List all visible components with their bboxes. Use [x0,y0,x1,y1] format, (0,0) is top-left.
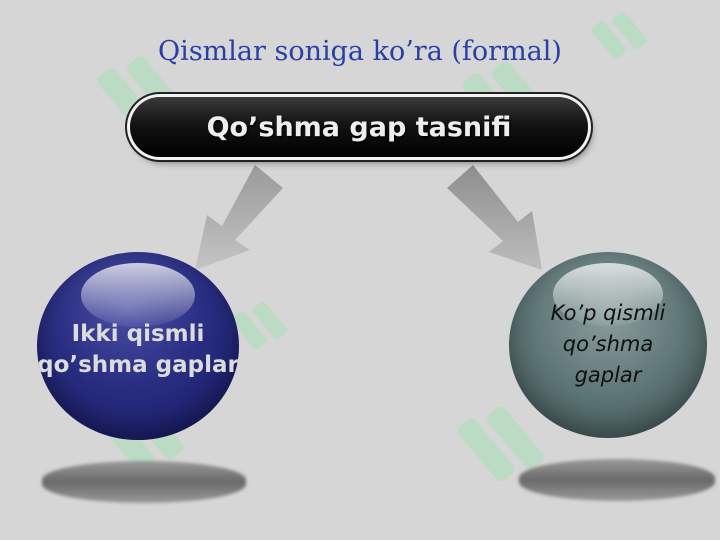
sphere-gloss [552,263,664,327]
slide-heading: Qismlar soniga ko’ra (formal) [158,36,562,67]
right-node-pedestal [519,459,715,501]
watermark-logo-4 [457,406,544,482]
sphere-gloss [81,263,195,328]
left-node-line2: qo’shma gaplar [37,352,239,378]
banner-text: Qo’shma gap tasnifi [206,111,512,143]
watermark-logo-6 [231,301,288,350]
title-banner: Qo’shma gap tasnifi [130,97,588,157]
right-node-line3: gaplar [574,362,642,387]
left-node-sphere: Ikki qismli qo’shma gaplar [37,252,239,440]
right-node-sphere: Ko’p qismli qo’shma gaplar [509,252,707,438]
arrow-right-icon [447,165,542,270]
right-node-line2: qo’shma [562,331,654,356]
left-node-line1: Ikki qismli [71,321,205,347]
right-node-line1: Ko’p qismli [550,300,666,325]
left-node-label: Ikki qismli qo’shma gaplar [37,319,239,381]
left-node-pedestal [42,461,246,503]
watermark-logo-5 [591,11,648,60]
arrow-left-icon [195,165,283,270]
right-node-label: Ko’p qismli qo’shma gaplar [528,298,688,391]
